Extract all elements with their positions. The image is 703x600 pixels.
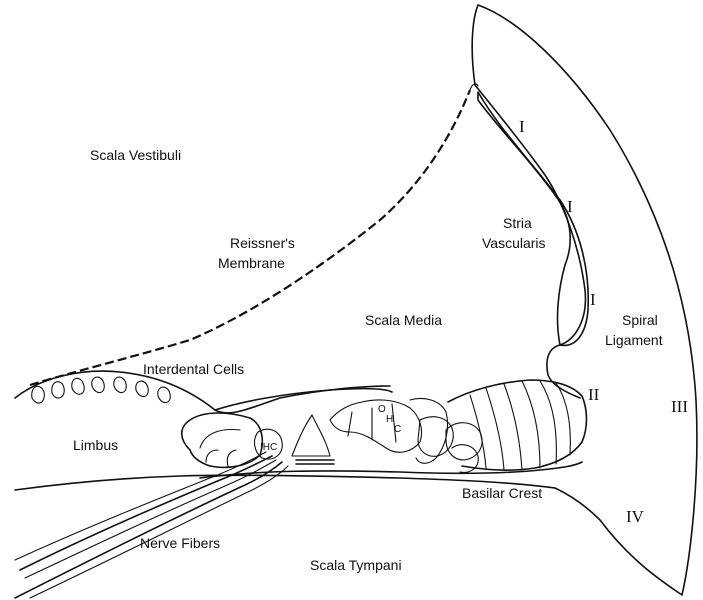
spiral-ligament-outline — [471, 4, 698, 596]
label-zone-iii: III — [671, 397, 688, 416]
osseous-spiral-lamina — [14, 474, 556, 491]
spiral-ligament-inner-edge — [474, 84, 587, 399]
tunnel-of-corti — [291, 414, 331, 457]
label-reissners-1: Reissner's — [230, 235, 295, 251]
label-zone-i-a: I — [519, 117, 525, 136]
label-ohc-o: O — [378, 404, 386, 415]
label-scala-media: Scala Media — [365, 312, 442, 328]
label-ihc: IHC — [260, 442, 277, 453]
label-zone-ii: II — [588, 385, 600, 404]
limbus-surface — [14, 370, 391, 414]
label-scala-vestibuli: Scala Vestibuli — [90, 147, 181, 163]
striations — [469, 380, 571, 471]
label-basilar-crest: Basilar Crest — [462, 485, 542, 501]
outer-hair-cells — [329, 399, 423, 453]
label-stria-1: Stria — [503, 215, 532, 231]
inner-sulcus-cells — [180, 412, 264, 469]
stria-vascularis-band — [477, 91, 590, 347]
label-ohc-h: H — [386, 414, 393, 425]
label-interdental-cells: Interdental Cells — [143, 361, 244, 377]
label-reissners-2: Membrane — [218, 255, 285, 271]
inner-hair-cell — [253, 428, 283, 460]
reissners-attachment — [469, 83, 479, 91]
nerve-fibers-bundle — [14, 451, 289, 599]
label-nerve-fibers: Nerve Fibers — [140, 535, 220, 551]
label-spiral-2: Ligament — [605, 332, 663, 348]
hensen-cells — [417, 416, 454, 457]
label-spiral-1: Spiral — [622, 312, 658, 328]
label-scala-tympani: Scala Tympani — [310, 557, 402, 573]
label-limbus: Limbus — [73, 437, 118, 453]
basilar-membrane — [199, 461, 583, 479]
label-stria-2: Vascularis — [482, 235, 546, 251]
label-zone-i-b: I — [567, 197, 573, 216]
interdental-cells — [31, 376, 171, 404]
label-ohc-c: C — [394, 424, 401, 435]
label-zone-i-c: I — [590, 290, 596, 309]
tectorial-membrane — [214, 387, 393, 411]
label-zone-iv: IV — [626, 507, 645, 526]
basilar-striated-region — [447, 379, 588, 471]
